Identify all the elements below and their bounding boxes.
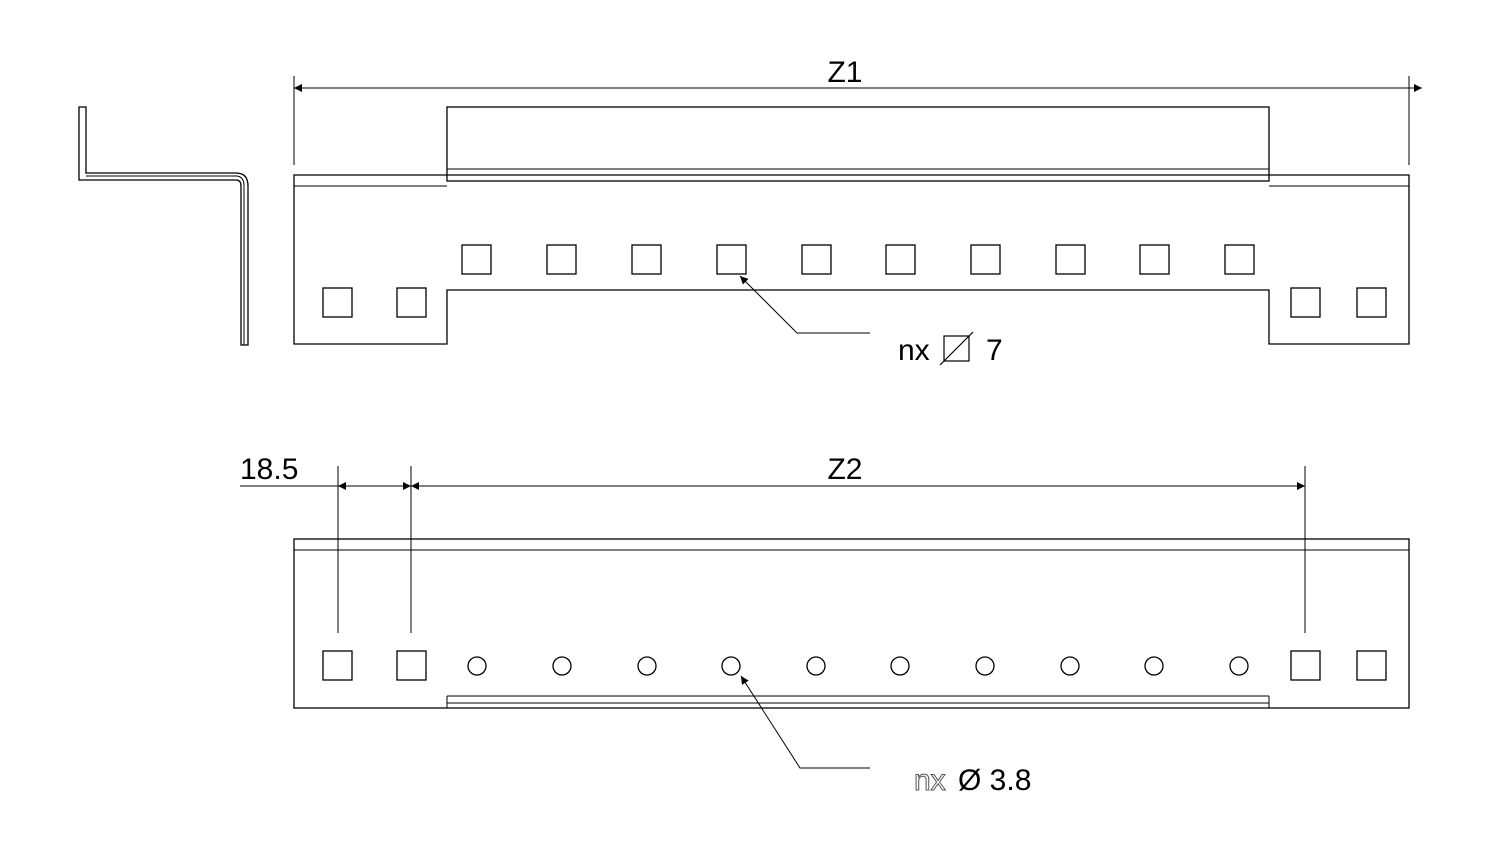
square-hole xyxy=(396,650,427,681)
square-hole xyxy=(885,244,916,275)
square-hole xyxy=(1356,287,1387,318)
top-bracket-outline xyxy=(293,174,1410,345)
round-hole xyxy=(890,656,910,676)
square-hole xyxy=(322,287,353,318)
z1-label: Z1 xyxy=(827,56,862,89)
round-hole xyxy=(721,656,741,676)
round-hole xyxy=(1060,656,1080,676)
square-hole-callout: nx 7 xyxy=(739,275,1003,367)
square-hole xyxy=(970,244,1001,275)
round-callout-prefix: nx xyxy=(914,764,946,797)
leader-line xyxy=(739,275,870,334)
round-callout-size: Ø 3.8 xyxy=(958,764,1031,797)
square-hole xyxy=(396,287,427,318)
round-hole xyxy=(975,656,995,676)
z2-label: Z2 xyxy=(827,453,862,486)
round-hole xyxy=(1144,656,1164,676)
round-hole xyxy=(806,656,826,676)
square-hole xyxy=(461,244,492,275)
square-hole xyxy=(322,650,353,681)
leader-line xyxy=(740,675,870,769)
square-hole xyxy=(1290,287,1321,318)
bottom-view: 18.5 Z2 nx Ø 3.8 xyxy=(240,453,1410,798)
square-hole xyxy=(1290,650,1321,681)
square-hole xyxy=(801,244,832,275)
square-holes-top xyxy=(322,244,1387,318)
square-hole xyxy=(716,244,747,275)
square-hole xyxy=(1356,650,1387,681)
square-hole xyxy=(1139,244,1170,275)
top-view: Z1 nx xyxy=(293,56,1422,367)
square-hole xyxy=(1055,244,1086,275)
bottom-bracket-outline xyxy=(293,538,1410,709)
round-hole xyxy=(467,656,487,676)
round-hole xyxy=(1229,656,1249,676)
square-symbol-icon xyxy=(939,331,974,366)
square-hole xyxy=(1224,244,1255,275)
holes-bottom xyxy=(322,650,1387,681)
side-profile-view xyxy=(78,106,249,346)
round-hole xyxy=(637,656,657,676)
round-hole-callout: nx Ø 3.8 xyxy=(740,675,1031,798)
square-hole xyxy=(546,244,577,275)
square-hole xyxy=(631,244,662,275)
offset-label: 18.5 xyxy=(240,453,298,486)
square-callout-prefix: nx xyxy=(898,334,930,367)
square-callout-size: 7 xyxy=(986,334,1003,367)
round-hole xyxy=(552,656,572,676)
raised-flange xyxy=(446,106,1270,182)
